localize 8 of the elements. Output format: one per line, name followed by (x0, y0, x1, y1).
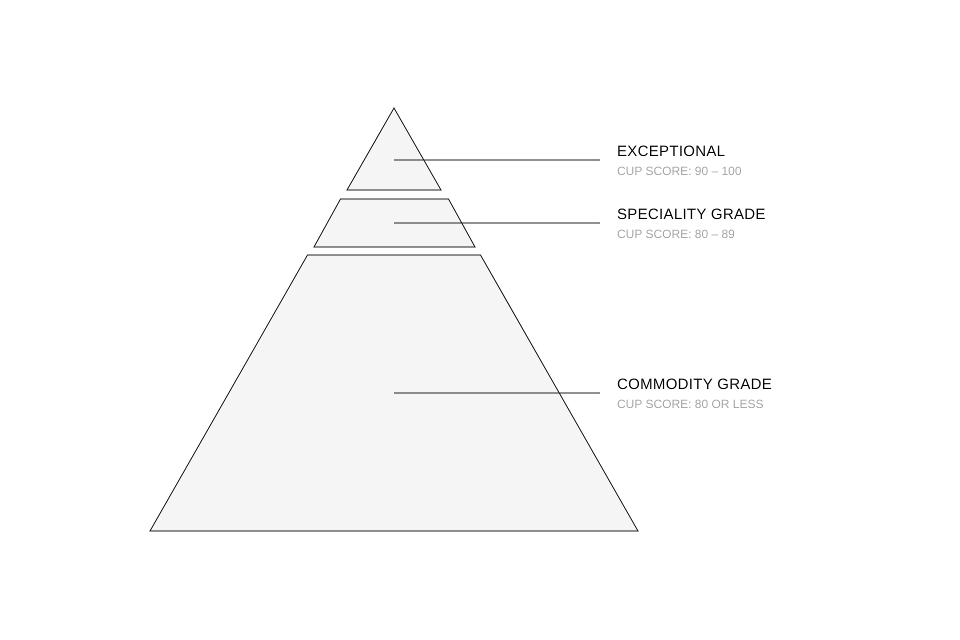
cup-score-text: CUP SCORE: 80 OR LESS (617, 396, 764, 412)
leader-line (394, 222, 600, 224)
cup-score-text: CUP SCORE: 90 – 100 (617, 163, 743, 179)
leader-line (394, 392, 600, 394)
grade-heading: COMMODITY GRADE (617, 376, 774, 394)
grade-heading: EXCEPTIONAL (617, 143, 726, 161)
cup-score-text: CUP SCORE: 80 – 89 (617, 226, 736, 242)
grade-heading: SPECIALITY GRADE (617, 206, 767, 224)
